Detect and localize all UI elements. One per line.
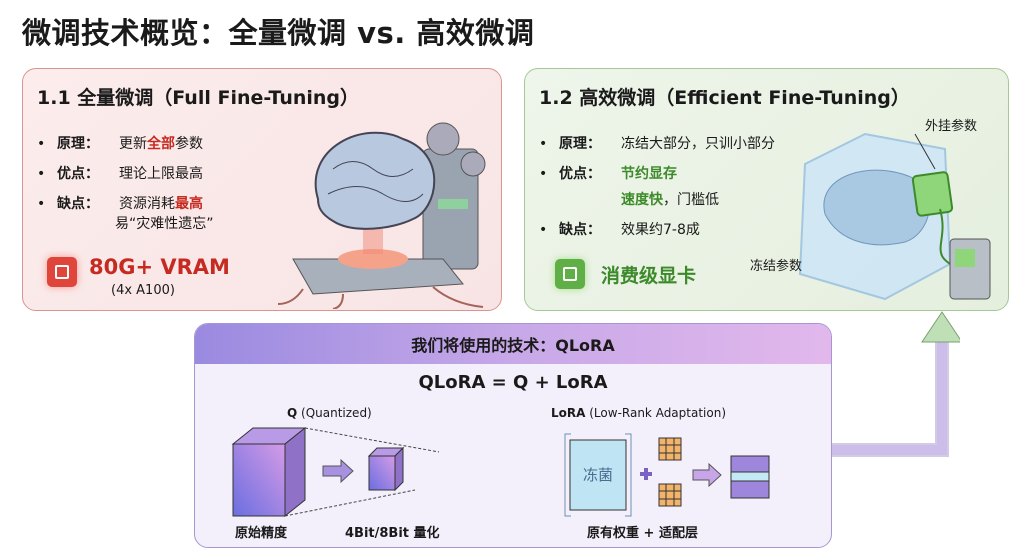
full-finetuning-panel: 1.1 全量微调（Full Fine-Tuning） •原理：更新全部参数 •优… — [22, 68, 502, 311]
frozen-weight-box — [569, 439, 627, 511]
pros-highlight: 节约显存 — [621, 166, 677, 182]
lora-subtitle: (Low-Rank Adaptation) — [589, 406, 727, 420]
cons-text: 效果约7-8成 — [621, 222, 700, 238]
panel-title: 1.2 高效微调（Efficient Fine-Tuning） — [539, 87, 910, 109]
vram-note: (4x A100) — [111, 283, 175, 298]
lora-title: LoRA — [551, 406, 586, 420]
cons-label: 缺点： — [559, 222, 601, 238]
principle-text-end: 参数 — [175, 136, 203, 152]
quantized-cube — [367, 446, 405, 492]
efficient-bullets: •原理：冻结大部分，只训小部分 •优点：节约显存 速度快，门槛低 •缺点：效果约… — [539, 129, 775, 245]
cons-text-2: 易“灾难性遗忘” — [115, 216, 214, 232]
lora-heading: LoRA (Low-Rank Adaptation) — [551, 406, 726, 420]
pros-label: 优点： — [559, 166, 601, 182]
q-heading: Q (Quantized) — [287, 406, 372, 420]
arrow-icon — [322, 458, 354, 484]
vram-requirement: 80G+ VRAM — [89, 255, 230, 279]
page-title: 微调技术概览：全量微调 vs. 高效微调 — [22, 16, 535, 50]
flow-arrow — [832, 311, 960, 457]
qlora-header: 我们将使用的技术：QLoRA — [195, 324, 831, 364]
q-title: Q — [287, 406, 298, 420]
cons-text: 资源消耗 — [119, 196, 175, 212]
brain-machine-illustration — [277, 122, 486, 309]
principle-highlight: 全部 — [147, 136, 175, 152]
qlora-formula: QLoRA = Q + LoRA — [418, 372, 608, 393]
quantized-label: 4Bit/8Bit 量化 — [345, 526, 440, 541]
lora-matrix-a — [658, 437, 682, 461]
principle-text: 冻结大部分，只训小部分 — [621, 136, 775, 152]
cons-label: 缺点： — [57, 196, 99, 212]
principle-label: 原理： — [559, 136, 601, 152]
panel-title: 1.1 全量微调（Full Fine-Tuning） — [37, 87, 360, 109]
full-precision-cube — [231, 426, 307, 518]
full-bullets: •原理：更新全部参数 •优点：理论上限最高 •缺点：资源消耗最高 易“灾难性遗忘… — [37, 129, 214, 235]
frozen-weight-label: 冻菌 — [583, 466, 613, 484]
efficient-finetuning-panel: 1.2 高效微调（Efficient Fine-Tuning） •原理：冻结大部… — [524, 68, 1009, 311]
chip-icon — [555, 259, 585, 289]
principle-text: 更新 — [119, 136, 147, 152]
frozen-label: 冻结参数 — [750, 259, 803, 274]
frozen-brain-illustration — [798, 132, 991, 301]
arrow-icon — [692, 462, 722, 488]
original-precision-label: 原始精度 — [235, 526, 288, 541]
pros-text-2: ，门槛低 — [663, 192, 719, 208]
lora-matrix-b — [658, 483, 682, 507]
principle-label: 原理： — [57, 136, 99, 152]
q-subtitle: (Quantized) — [301, 406, 372, 420]
merged-weights — [730, 455, 770, 499]
qlora-panel: 我们将使用的技术：QLoRA QLoRA = Q + LoRA Q (Quant… — [194, 323, 832, 548]
adapter-label: 外挂参数 — [925, 119, 978, 134]
chip-icon — [47, 257, 77, 287]
pros-highlight-2: 速度快 — [621, 192, 663, 208]
pros-text: 理论上限最高 — [119, 166, 203, 182]
cons-highlight: 最高 — [175, 196, 203, 212]
lora-caption: 原有权重 + 适配层 — [587, 526, 698, 541]
pros-label: 优点： — [57, 166, 99, 182]
gpu-requirement: 消费级显卡 — [601, 265, 697, 287]
qlora-diagram: 冻菌 — [231, 426, 770, 518]
